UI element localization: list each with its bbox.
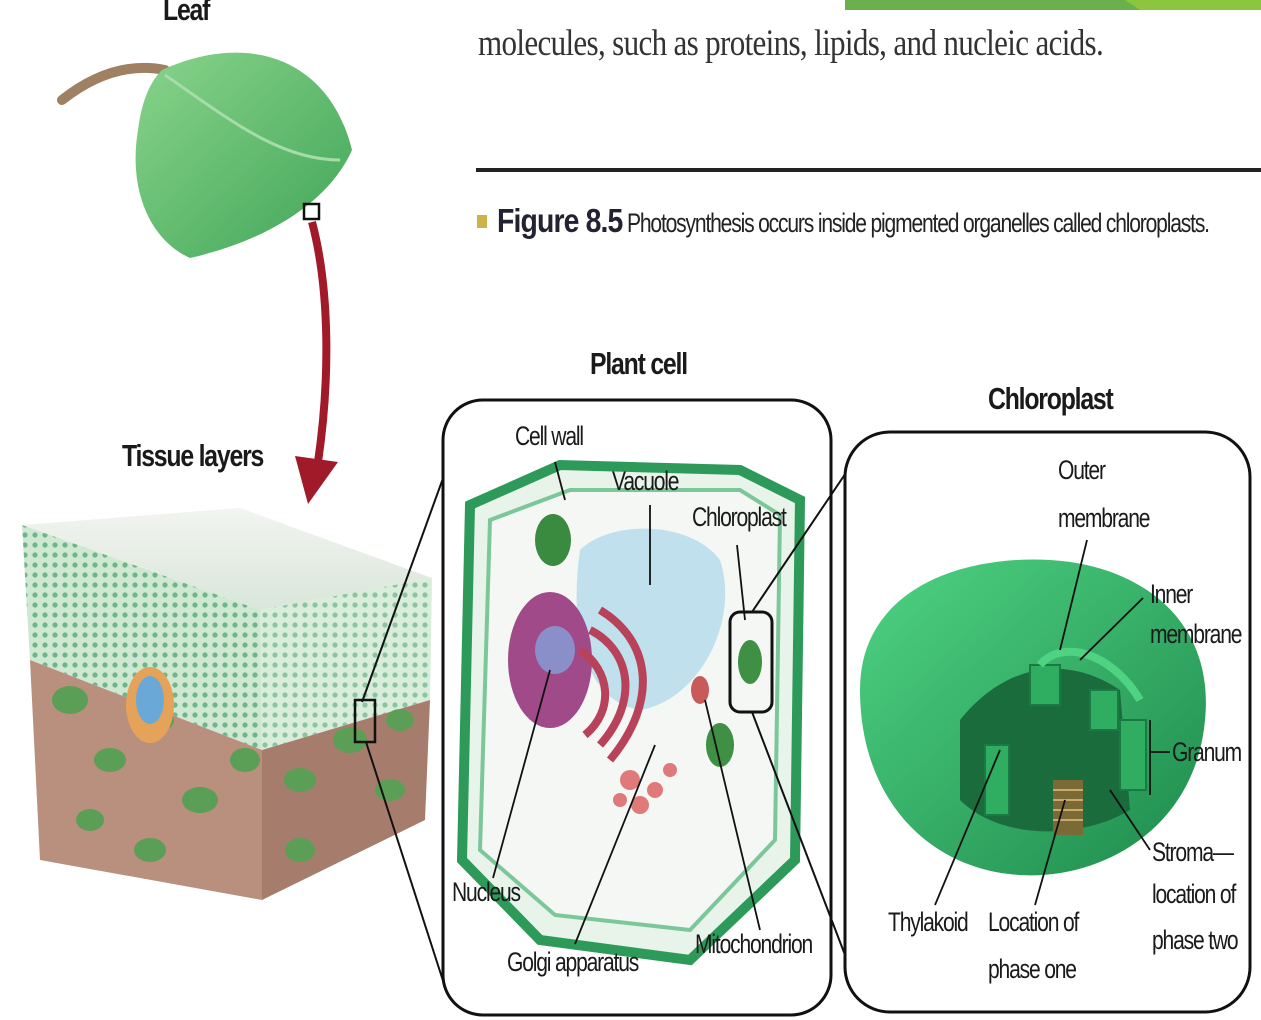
- label-granum: Granum: [1172, 738, 1241, 767]
- label-inner-membrane-line2: membrane: [1150, 620, 1241, 649]
- label-plant-cell: Plant cell: [590, 346, 687, 382]
- label-stroma-line3: phase two: [1152, 926, 1237, 955]
- figure-caption-text: Photosynthesis occurs inside pigmented o…: [627, 208, 1209, 239]
- label-tissue-layers: Tissue layers: [122, 438, 263, 474]
- caption-bullet-icon: [477, 215, 487, 228]
- label-vacuole: Vacuole: [612, 467, 678, 496]
- label-chloroplast: Chloroplast: [692, 503, 786, 532]
- label-outer-membrane-line1: Outer: [1058, 456, 1105, 485]
- label-cell-wall: Cell wall: [515, 422, 583, 451]
- label-nucleus: Nucleus: [452, 878, 520, 907]
- corner-banner: [845, 0, 1261, 10]
- label-mitochondrion: Mitochondrion: [695, 930, 812, 959]
- label-stroma-line1: Stroma—: [1152, 838, 1233, 867]
- label-stroma-line2: location of: [1152, 880, 1235, 909]
- label-location-phase-one-line2: phase one: [988, 955, 1076, 984]
- label-leaf: Leaf: [163, 0, 209, 28]
- zoom-arrow: [295, 222, 338, 504]
- label-golgi-apparatus: Golgi apparatus: [507, 948, 638, 977]
- section-rule: [476, 168, 1261, 172]
- leaf-illustration: [62, 53, 352, 258]
- label-location-phase-one-line1: Location of: [988, 908, 1078, 937]
- label-outer-membrane-line2: membrane: [1058, 504, 1149, 533]
- label-inner-membrane-line1: Inner: [1150, 580, 1192, 609]
- figure-caption: Figure 8.5 Photosynthesis occurs inside …: [477, 202, 643, 240]
- label-thylakoid: Thylakoid: [888, 908, 968, 937]
- figure-number: Figure 8.5: [497, 202, 622, 240]
- label-chloroplast-title: Chloroplast: [988, 381, 1113, 417]
- body-text: molecules, such as proteins, lipids, and…: [478, 22, 1103, 65]
- tissue-layers-illustration: [22, 508, 432, 900]
